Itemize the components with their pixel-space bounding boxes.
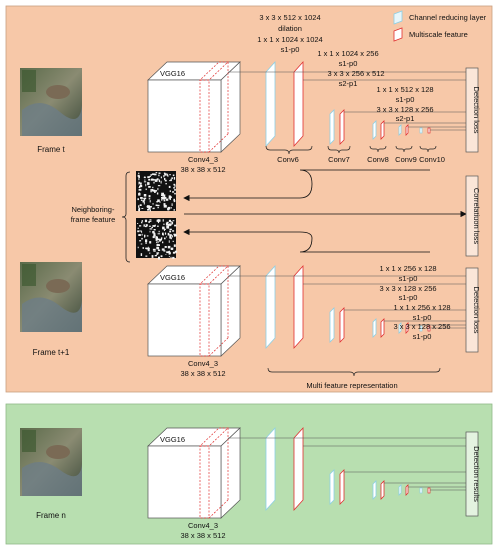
row2-spec-6: s1-p0 xyxy=(413,313,432,322)
arrow-from-row2 xyxy=(183,228,430,253)
row2-spec-3: 3 x 3 x 128 x 256 xyxy=(379,284,436,293)
legend-channel-label: Channel reducing layer xyxy=(409,13,487,22)
multi-feature-label: Multi feature representation xyxy=(306,381,397,390)
multi-feature-brace xyxy=(267,367,441,377)
feature-map-top xyxy=(136,171,176,212)
conv4-3-label-row3: Conv4_3 xyxy=(188,521,218,530)
detection-loss-label-row2: Detection loss xyxy=(472,286,481,333)
row2-spec-8: s1-p0 xyxy=(413,332,432,341)
conv8-label: Conv8 xyxy=(367,155,389,164)
vgg16-block-row3 xyxy=(147,427,241,519)
row2-spec-4: s1-p0 xyxy=(399,293,418,302)
conv4-3-dims-row3: 38 x 38 x 512 xyxy=(180,531,225,540)
vgg16-label-row2: VGG16 xyxy=(160,273,185,282)
conv7-spec-4: s2-p1 xyxy=(339,79,358,88)
conv7-spec-2: s1-p0 xyxy=(339,59,358,68)
conv4-3-dims-row2: 38 x 38 x 512 xyxy=(180,369,225,378)
frame-t1-image xyxy=(20,262,82,332)
conv7-spec-3: 3 x 3 x 256 x 512 xyxy=(327,69,384,78)
row2-spec-5: 1 x 1 x 256 x 128 xyxy=(393,303,450,312)
arrow-from-row1 xyxy=(183,169,430,202)
conv8-spec-4: s2-p1 xyxy=(396,114,415,123)
top-panel xyxy=(5,5,493,393)
detection-results-label: Detection results xyxy=(472,446,481,502)
conv6-spec-2: dilation xyxy=(278,24,302,33)
detection-links-row2 xyxy=(228,275,466,329)
conv8-spec-3: 3 x 3 x 128 x 256 xyxy=(376,105,433,114)
bottom-panel xyxy=(5,403,493,545)
conv7-layers-row1 xyxy=(329,109,345,145)
correlation-loss-box xyxy=(465,175,479,257)
conv10-layers-row1 xyxy=(419,127,431,134)
vgg16-block-row2 xyxy=(147,265,241,357)
detection-loss-box-row2 xyxy=(465,267,479,353)
frame-n-label: Frame n xyxy=(36,511,66,520)
legend-multiscale-icon xyxy=(393,27,403,42)
conv4-3-label-row2: Conv4_3 xyxy=(188,359,218,368)
detection-links-row3 xyxy=(228,437,466,491)
feature-map-bottom xyxy=(136,218,178,260)
conv4-3-label-row1: Conv4_3 xyxy=(188,155,218,164)
conv6-spec-4: s1-p0 xyxy=(281,45,300,54)
conv8-layers-row1 xyxy=(372,120,385,140)
frame-t1-label: Frame t+1 xyxy=(33,348,70,357)
frame-t-image xyxy=(20,68,82,136)
conv6-spec-1: 3 x 3 x 512 x 1024 xyxy=(259,13,320,22)
neighboring-label-1: Neighboring- xyxy=(72,205,115,214)
vgg16-block-row1 xyxy=(147,61,241,153)
conv7-label: Conv7 xyxy=(328,155,350,164)
row2-spec-7: 3 x 3 x 128 x 256 xyxy=(393,322,450,331)
vgg16-label-row1: VGG16 xyxy=(160,69,185,78)
legend-multiscale-label: Multiscale feature xyxy=(409,30,468,39)
conv7-spec-1: 1 x 1 x 1024 x 256 xyxy=(317,49,378,58)
detection-results-box xyxy=(465,431,479,517)
legend: Channel reducing layer Multiscale featur… xyxy=(393,10,487,42)
conv-layers-row3 xyxy=(265,426,431,512)
row2-spec-1: 1 x 1 x 256 x 128 xyxy=(379,264,436,273)
detection-links-row1 xyxy=(228,71,466,131)
detection-loss-label-row1: Detection loss xyxy=(472,86,481,133)
conv4-3-dims-row1: 38 x 38 x 512 xyxy=(180,165,225,174)
row2-spec-2: s1-p0 xyxy=(399,274,418,283)
correlation-loss-label: Correlatiuon loss xyxy=(472,188,481,245)
conv6-spec-3: 1 x 1 x 1024 x 1024 xyxy=(257,35,322,44)
conv8-spec-2: s1-p0 xyxy=(396,95,415,104)
vgg16-label-row3: VGG16 xyxy=(160,435,185,444)
frame-t-label: Frame t xyxy=(37,145,65,154)
frame-n-image xyxy=(20,428,82,496)
legend-channel-icon xyxy=(393,10,403,25)
conv10-label: Conv10 xyxy=(419,155,445,164)
conv-layers-row2 xyxy=(265,264,431,350)
neighboring-brace xyxy=(121,171,131,263)
conv9-layers-row1 xyxy=(398,124,409,136)
conv6-label: Conv6 xyxy=(277,155,299,164)
conv8-spec-1: 1 x 1 x 512 x 128 xyxy=(376,85,433,94)
conv-braces-row1 xyxy=(265,145,437,155)
detection-loss-box-row1 xyxy=(465,67,479,153)
conv9-label: Conv9 xyxy=(395,155,417,164)
conv6-layers-row1 xyxy=(265,60,304,148)
neighboring-label-2: frame feature xyxy=(71,215,116,224)
